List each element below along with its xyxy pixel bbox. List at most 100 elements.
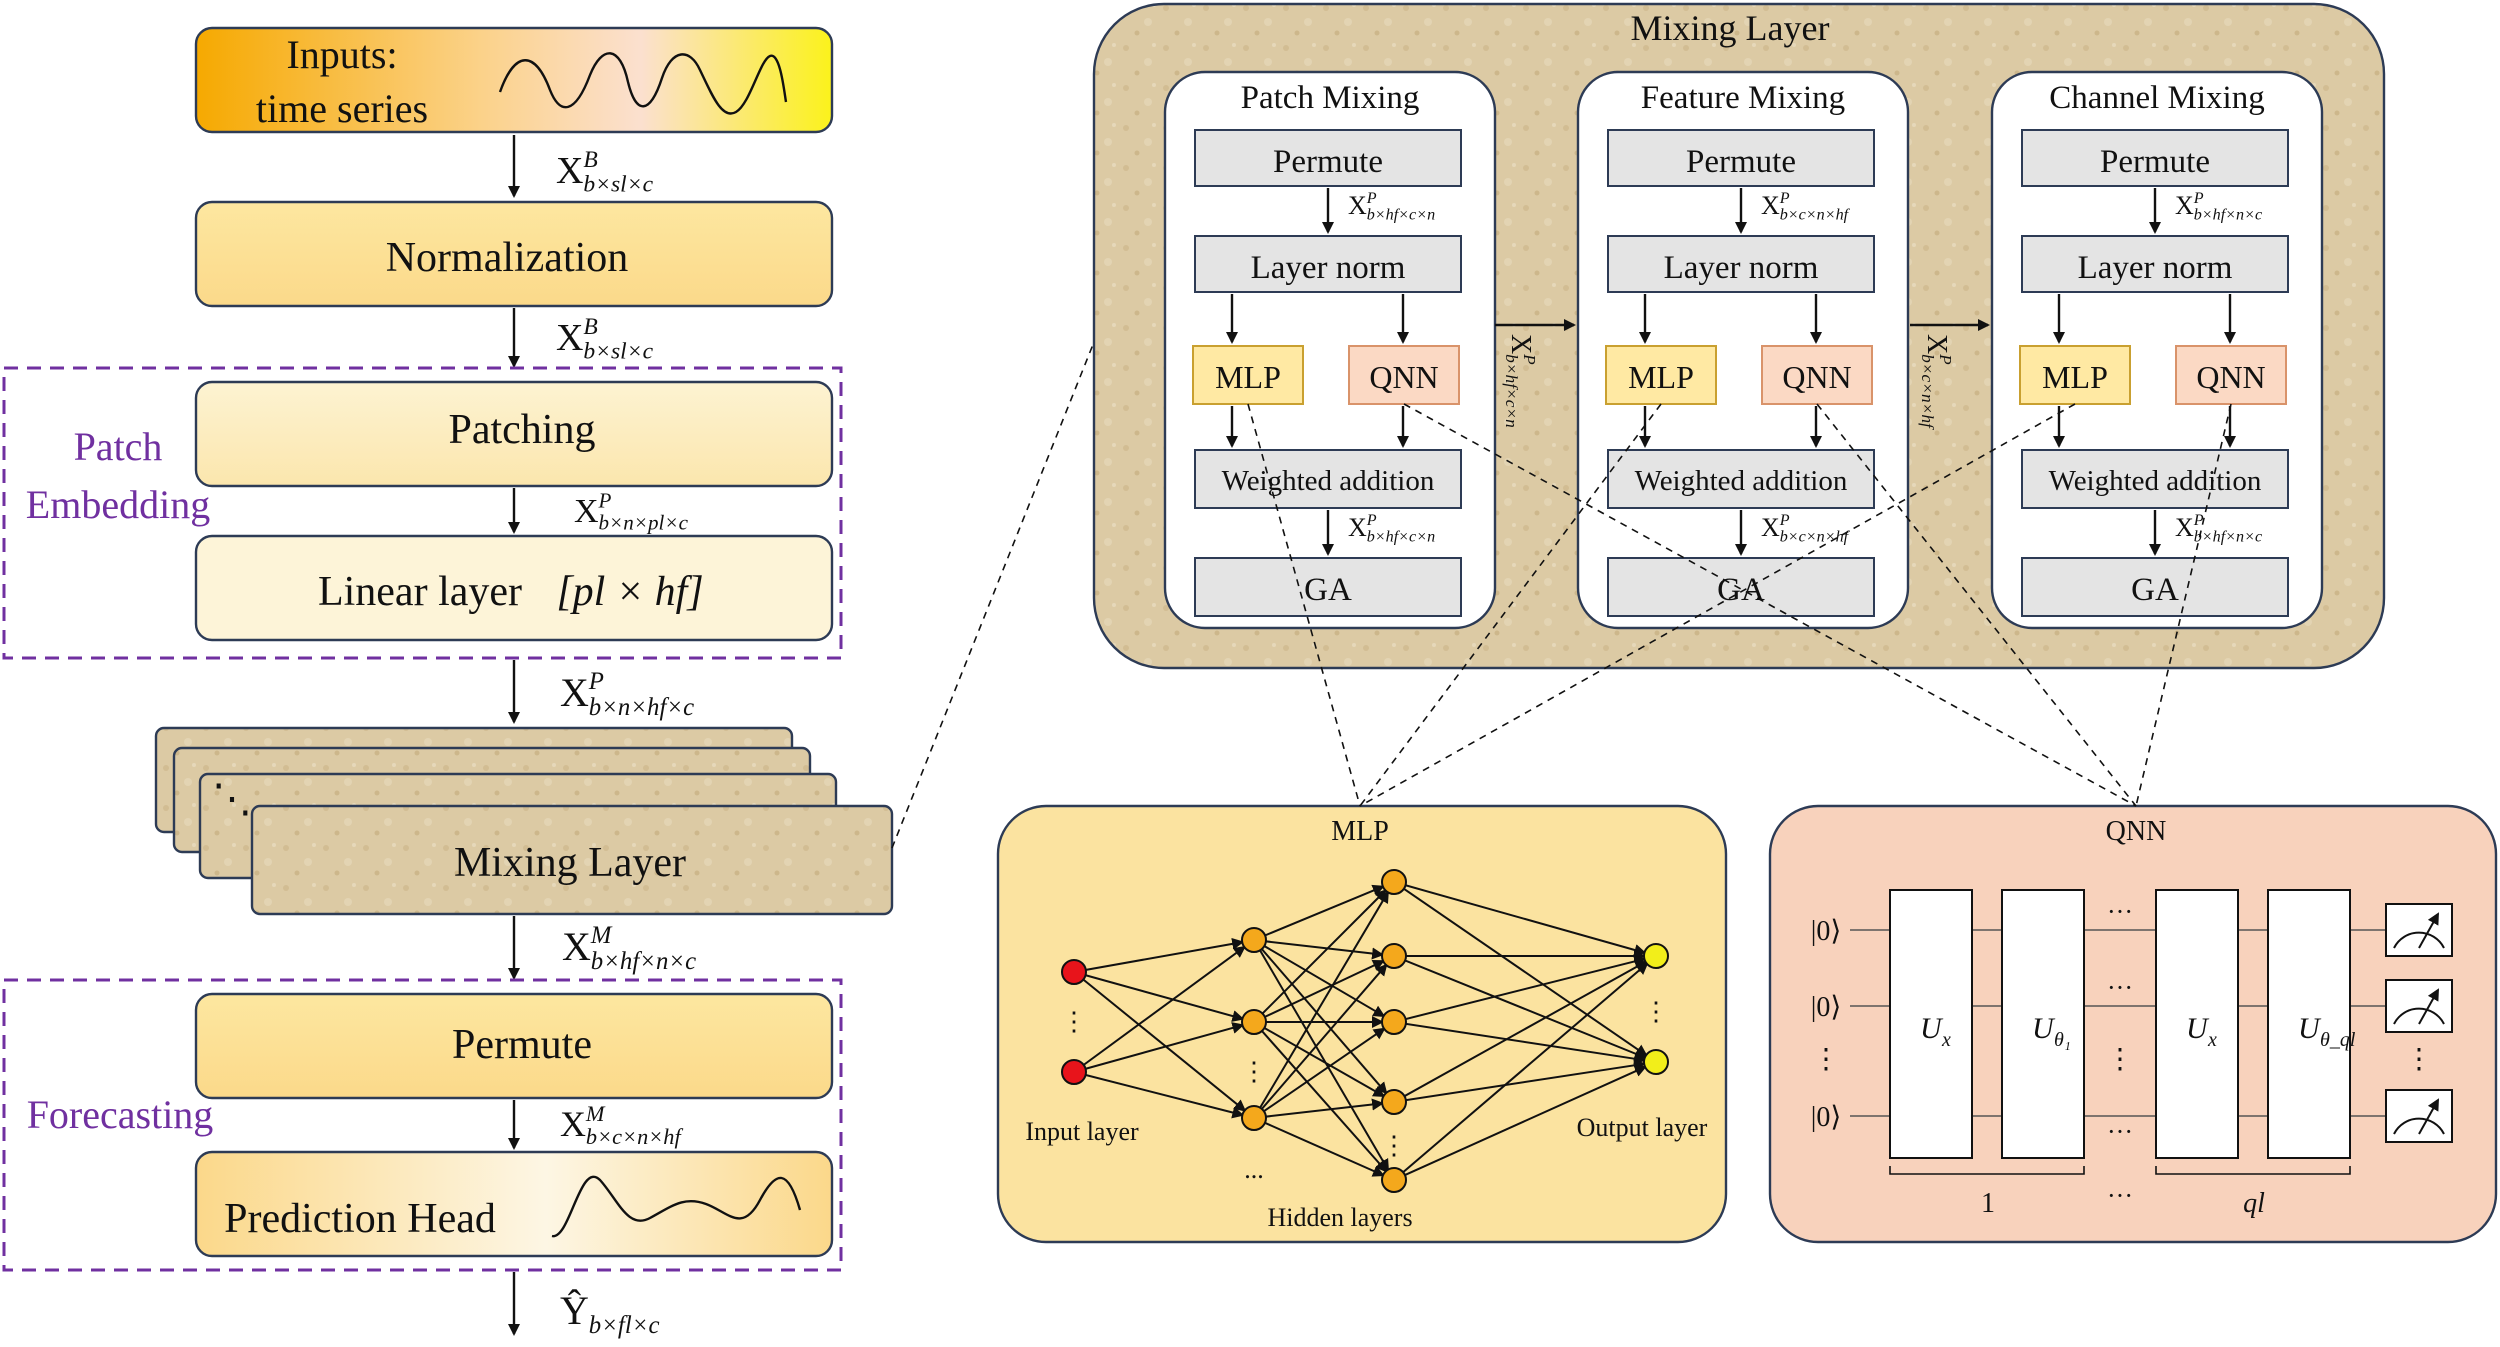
mlp-edge bbox=[1253, 939, 1388, 1095]
permute-op-label: Permute bbox=[2100, 144, 2210, 180]
measurement-meter-icon bbox=[2385, 903, 2453, 957]
prediction-head-box bbox=[194, 1150, 834, 1258]
shape-between-2-text-sub: b×c×n×hf bbox=[1918, 354, 1937, 430]
qnn-hdots-groups: ··· bbox=[2107, 1181, 2133, 1210]
shape-x-perm-text-sub: b×c×n×hf bbox=[586, 1124, 684, 1149]
weighted-addition-op-label: Weighted addition bbox=[1222, 465, 1435, 497]
link-mlp-2 bbox=[1359, 403, 2076, 807]
shape-between-1-text-sup: P bbox=[1520, 353, 1539, 365]
mlp-edge bbox=[1253, 1021, 1386, 1098]
shape-top-base: X bbox=[2175, 191, 2194, 220]
qnn-group-label-ql: ql bbox=[2243, 1188, 2265, 1219]
permute-op bbox=[1194, 129, 1462, 187]
shape-x-patch-text-sub: b×n×pl×c bbox=[598, 510, 688, 534]
mlp-edge bbox=[1393, 881, 1647, 956]
qnn-gate-2 bbox=[2155, 889, 2239, 1159]
mlp-edge bbox=[1393, 881, 1648, 1057]
qnn-hdots-1: ··· bbox=[2107, 973, 2133, 1002]
shape-top-sub: b×c×n×hf bbox=[1780, 207, 1851, 224]
mlp-edge bbox=[1073, 945, 1246, 1073]
shape-bottom-sup: P bbox=[1366, 512, 1377, 529]
patching-box bbox=[194, 380, 834, 488]
permute-box bbox=[194, 992, 834, 1100]
qnn-gate-label-1: U bbox=[2032, 1012, 2056, 1045]
qnn-gate-3 bbox=[2267, 889, 2351, 1159]
ga-op-label: GA bbox=[2131, 572, 2179, 608]
mlp-op-label: MLP bbox=[2042, 359, 2108, 395]
shape-between-1-text-sub: b×hf×c×n bbox=[1502, 354, 1521, 428]
layer-norm-op-label: Layer norm bbox=[1664, 250, 1819, 286]
shape-top-base: X bbox=[1761, 191, 1780, 220]
weighted-addition-op-label: Weighted addition bbox=[2049, 465, 2262, 497]
shape-bottom-base: X bbox=[2175, 513, 2194, 542]
mlp-dots-hidden-between: ... bbox=[1244, 1155, 1264, 1184]
qnn-gate-label-2: U bbox=[2186, 1012, 2210, 1045]
qnn-gate-sub-1: θ₁ bbox=[2054, 1029, 2071, 1051]
forecasting-label: Forecasting bbox=[27, 1092, 214, 1137]
mlp-hidden-node bbox=[1241, 1009, 1267, 1035]
mlp-edge bbox=[1073, 1022, 1245, 1073]
shape-bottom-sup: P bbox=[2193, 512, 2204, 529]
mlp-output-label: Output layer bbox=[1577, 1113, 1708, 1142]
ga-op bbox=[2021, 557, 2289, 617]
qnn-ket-1: |0⟩ bbox=[1811, 992, 1842, 1023]
mlp-op-label: MLP bbox=[1628, 359, 1694, 395]
permute-op bbox=[1607, 129, 1875, 187]
inputs-box bbox=[194, 26, 834, 134]
mlp-hidden-node bbox=[1381, 1089, 1407, 1115]
shape-x-embed-text-base: X bbox=[560, 670, 589, 715]
patch-embedding-group bbox=[2, 366, 843, 660]
shape-x-in-text-sup: B bbox=[583, 147, 597, 173]
shape-x-patch-text-sup: P bbox=[597, 489, 611, 513]
shape-x-in-text-base: X bbox=[556, 150, 583, 192]
patch-embedding-label-line2: Embedding bbox=[26, 482, 210, 527]
shape-bottom-base: X bbox=[1348, 513, 1367, 542]
mlp-dots-input: ⋮ bbox=[1061, 1007, 1087, 1036]
shape-bottom-sub: b×hf×c×n bbox=[1367, 529, 1435, 546]
mlp-edge bbox=[1253, 963, 1388, 1119]
mlp-edge bbox=[1253, 1027, 1386, 1119]
mlp-edge bbox=[1253, 1098, 1385, 1119]
qnn-hdots-2: ··· bbox=[2107, 1117, 2133, 1146]
mlp-edge bbox=[1253, 1117, 1385, 1177]
ga-op-label: GA bbox=[1304, 572, 1352, 608]
qnn-op-label: QNN bbox=[2196, 359, 2265, 395]
qnn-vdots-mid: ⋮ bbox=[2106, 1044, 2134, 1075]
normalization-box bbox=[194, 200, 834, 308]
mlp-hidden-label: Hidden layers bbox=[1267, 1203, 1412, 1232]
meter-arc bbox=[2393, 1117, 2445, 1135]
mlp-edge bbox=[1073, 1071, 1245, 1119]
mlp-hidden-node bbox=[1241, 1105, 1267, 1131]
weighted-addition-op-label: Weighted addition bbox=[1635, 465, 1848, 497]
layer-norm-op-label: Layer norm bbox=[2078, 250, 2233, 286]
permute-op-label: Permute bbox=[1686, 144, 1796, 180]
qnn-gate-label-3: U bbox=[2298, 1012, 2322, 1045]
shape-top-sup: P bbox=[1779, 190, 1790, 207]
mlp-dots-output: ⋮ bbox=[1643, 997, 1669, 1026]
shape-y-out-text-sub: b×fl×c bbox=[589, 1312, 660, 1339]
shape-x-perm-text-base: X bbox=[560, 1104, 586, 1144]
measurement-meter-icon bbox=[2385, 1089, 2453, 1143]
mlp-edge bbox=[1073, 937, 1245, 973]
shape-between-1-text-base: X bbox=[1505, 334, 1536, 354]
permute-op-label: Permute bbox=[1273, 144, 1383, 180]
mlp-hidden-node bbox=[1381, 1009, 1407, 1035]
mlp-op-label: MLP bbox=[1215, 359, 1281, 395]
mlp-input-node bbox=[1061, 959, 1087, 985]
zoom-line-top bbox=[891, 341, 1095, 849]
meter-arc bbox=[2393, 1007, 2445, 1025]
meter-arc bbox=[2393, 931, 2445, 949]
